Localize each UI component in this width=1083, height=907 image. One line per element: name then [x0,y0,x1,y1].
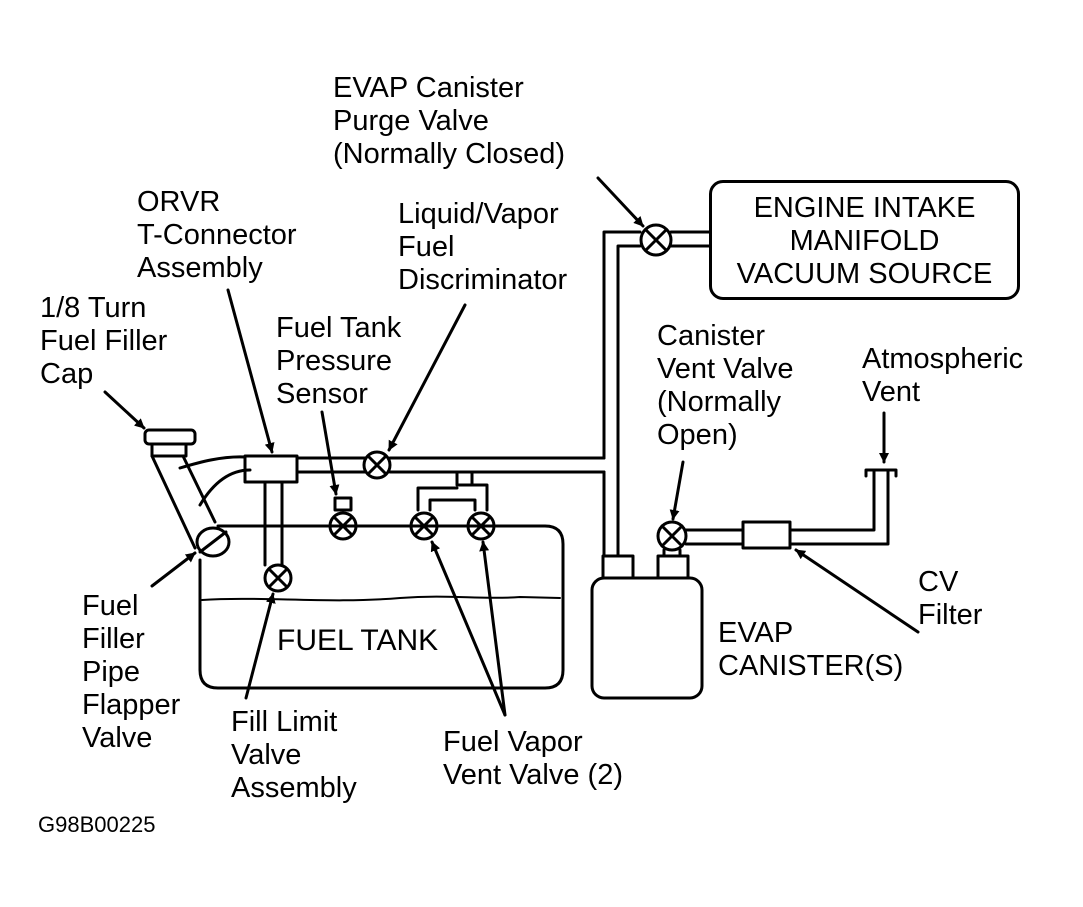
filler-cap-label: 1/8 Turn Fuel Filler Cap [40,292,168,390]
fill-limit-valve [263,563,293,593]
flapper-valve-shape [195,526,231,558]
engine-box-line-3: VACUUM SOURCE [736,258,993,290]
pressure-sensor-valve [328,511,358,541]
fill-limit-valve-label: Fill Limit Valve Assembly [231,706,357,804]
vapor-vent-valve-2 [466,511,496,541]
engine-box-line-2: MANIFOLD [789,225,940,257]
discriminator-valve [362,450,392,480]
atmospheric-vent-cap [864,468,898,478]
engine-box-line-1: ENGINE INTAKE [753,192,976,224]
engine-intake-manifold-box: ENGINE INTAKE MANIFOLD VACUUM SOURCE [709,180,1020,300]
flapper-valve-label: Fuel Filler Pipe Flapper Valve [82,590,181,754]
canister-vent-valve [656,520,688,552]
orvr-label: ORVR T-Connector Assembly [137,186,297,284]
cv-filter-shape [741,520,792,550]
fuel-level-line [201,595,561,602]
atmospheric-vent-label: Atmospheric Vent [862,343,1024,408]
filler-pipe [150,454,217,550]
canister-vent-valve-label: Canister Vent Valve (Normally Open) [657,320,794,451]
discriminator-label: Liquid/Vapor Fuel Discriminator [398,198,568,296]
fuel-tank-body [198,524,565,690]
evap-canister-label: EVAP CANISTER(S) [718,617,904,682]
filler-cap-shape [143,428,197,446]
orvr-t-connector [243,454,299,484]
cv-filter-label: CV Filter [918,566,983,631]
pressure-sensor-label: Fuel Tank Pressure Sensor [276,312,402,410]
purge-valve-label: EVAP Canister Purge Valve (Normally Clos… [333,72,566,170]
pressure-sensor-top [333,496,353,512]
vapor-vent-valve-label: Fuel Vapor Vent Valve (2) [443,726,624,791]
vapor-vent-valve-1 [409,511,439,541]
fuel-tank-label: FUEL TANK [277,624,439,657]
purge-valve [639,223,673,257]
figure-code: G98B00225 [38,812,156,837]
evap-canister-body [590,576,704,700]
